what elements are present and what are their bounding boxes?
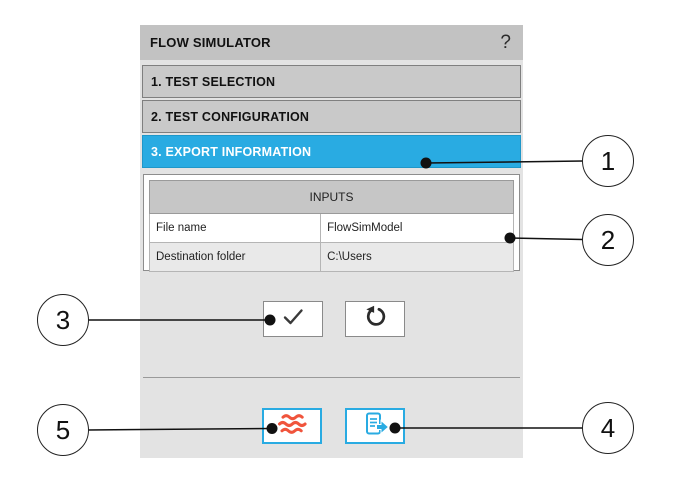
panel-titlebar: FLOW SIMULATOR ? (140, 25, 523, 60)
flow-simulator-panel: FLOW SIMULATOR ? 1. TEST SELECTION 2. TE… (140, 25, 523, 458)
section-label: 2. TEST CONFIGURATION (151, 109, 310, 124)
table-row: File name FlowSimModel (148, 213, 514, 243)
accordion-section-test-configuration[interactable]: 2. TEST CONFIGURATION (142, 100, 521, 133)
export-icon (358, 411, 392, 442)
accordion-section-test-selection[interactable]: 1. TEST SELECTION (142, 65, 521, 98)
callout-number: 5 (55, 414, 71, 445)
callout-1: 1 (582, 135, 634, 187)
callout-5: 5 (37, 404, 89, 456)
confirm-button[interactable] (263, 301, 323, 337)
check-icon (279, 305, 307, 334)
reset-button[interactable] (345, 301, 405, 337)
row-label: File name (148, 213, 322, 243)
section-label: 3. EXPORT INFORMATION (151, 144, 312, 159)
callout-2: 2 (582, 214, 634, 266)
section-label: 1. TEST SELECTION (151, 74, 276, 89)
callout-number: 3 (55, 304, 71, 335)
accordion-section-export-information[interactable]: 3. EXPORT INFORMATION (142, 135, 521, 168)
reset-icon (362, 304, 388, 335)
callout-4: 4 (582, 402, 634, 454)
callout-3: 3 (37, 294, 89, 346)
callout-number: 2 (600, 224, 616, 255)
table-row: Destination folder C:\Users (148, 242, 514, 272)
flow-button[interactable] (262, 408, 322, 444)
export-button[interactable] (345, 408, 405, 444)
row-value[interactable]: C:\Users (320, 242, 514, 272)
row-value[interactable]: FlowSimModel (320, 213, 514, 243)
panel-title: FLOW SIMULATOR (150, 35, 271, 50)
inputs-table: INPUTS File name FlowSimModel Destinatio… (148, 180, 514, 272)
help-icon[interactable]: ? (500, 32, 511, 53)
callout-number: 1 (600, 145, 616, 176)
separator (143, 377, 520, 378)
row-label: Destination folder (148, 242, 322, 272)
table-header: INPUTS (149, 180, 514, 214)
wave-icon (275, 412, 309, 441)
inputs-table-card: INPUTS File name FlowSimModel Destinatio… (143, 174, 520, 272)
table-header-row: INPUTS (149, 180, 514, 214)
callout-number: 4 (600, 412, 616, 443)
